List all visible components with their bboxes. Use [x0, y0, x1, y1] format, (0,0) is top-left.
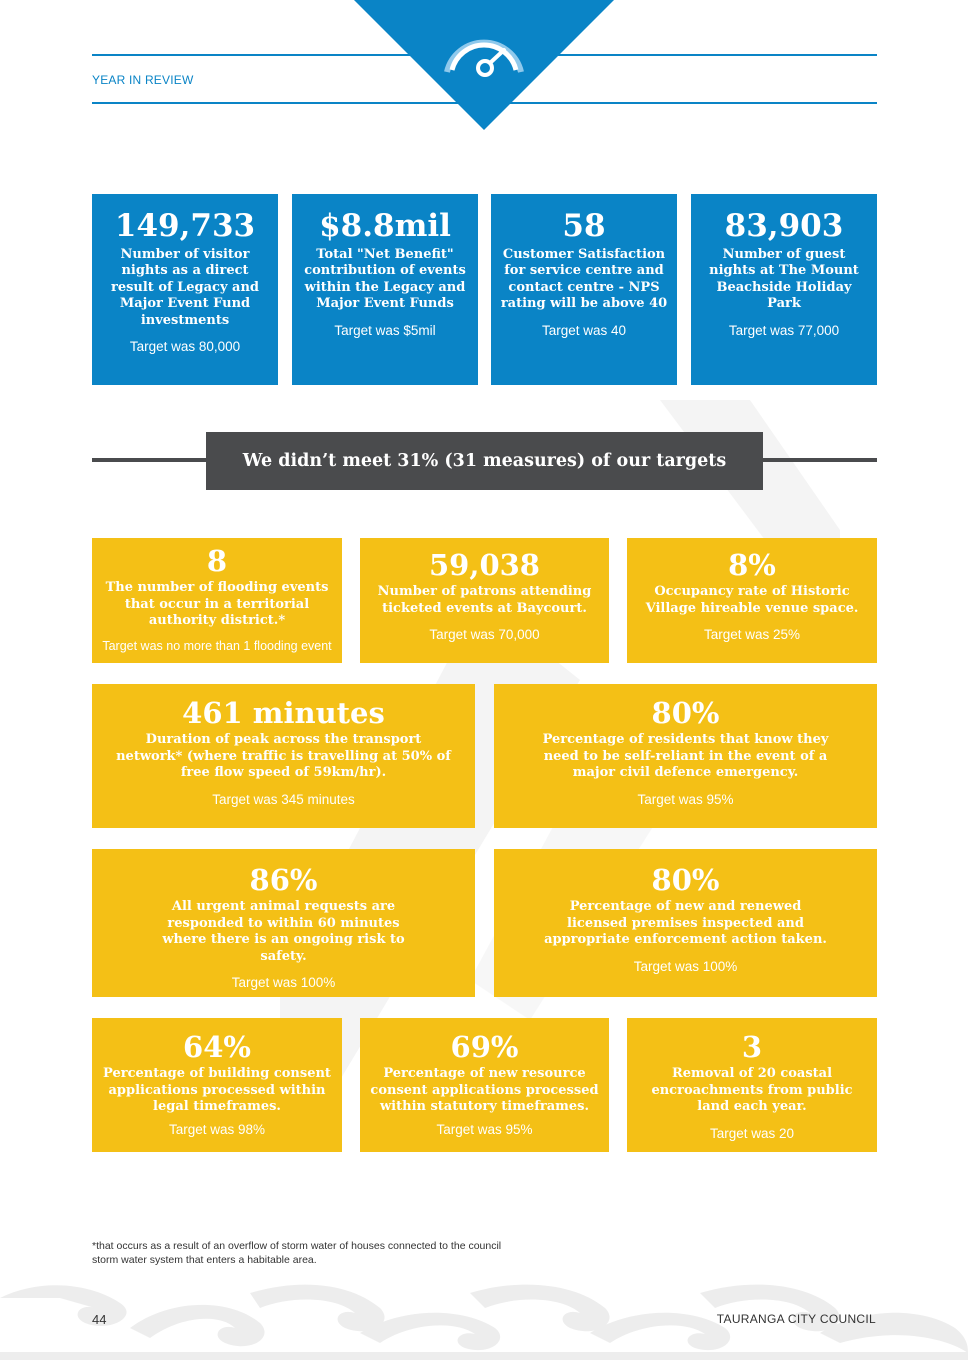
unmet-target-card: 8% Occupancy rate of Historic Village hi… [627, 538, 877, 663]
unmet-target-description: Duration of peak across the transport ne… [116, 732, 451, 781]
met-target-target: Target was $5mil [334, 322, 436, 338]
unmet-target-target: Target was 100% [231, 975, 336, 991]
badge-triangle [354, 0, 614, 130]
unmet-target-value: 69% [450, 1030, 519, 1064]
met-target-card: 83,903 Number of guest nights at The Mou… [691, 194, 877, 385]
met-target-description: Total "Net Benefit" contribution of even… [304, 246, 466, 312]
unmet-target-description: Removal of 20 coastal encroachments from… [651, 1066, 853, 1115]
unmet-target-value: 80% [651, 696, 720, 730]
met-target-target: Target was 77,000 [728, 322, 840, 338]
unmet-target-target: Target was 25% [703, 627, 801, 643]
unmet-target-target: Target was 95% [637, 791, 734, 807]
met-target-card: $8.8mil Total "Net Benefit" contribution… [292, 194, 478, 385]
koru-pattern [0, 1284, 968, 1360]
unmet-target-target: Target was 20 [709, 1125, 795, 1141]
unmet-target-card: 461 minutes Duration of peak across the … [92, 684, 475, 828]
unmet-target-target: Target was 70,000 [429, 627, 540, 643]
unmet-target-value: 8% [728, 548, 776, 582]
met-target-value: 58 [562, 208, 606, 244]
page-number: 44 [92, 1312, 107, 1327]
unmet-target-target: Target was 95% [436, 1121, 533, 1137]
unmet-target-description: Percentage of residents that know they n… [542, 732, 829, 781]
met-target-card: 149,733 Number of visitor nights as a di… [92, 194, 278, 385]
unmet-target-target: Target was 100% [633, 958, 738, 974]
unmet-target-description: All urgent animal requests are responded… [162, 899, 405, 964]
speedometer-icon [444, 39, 524, 77]
met-target-description: Number of visitor nights as a direct res… [110, 246, 260, 328]
met-target-description: Customer Satisfaction for service centre… [500, 246, 668, 312]
unmet-target-target: Target was no more than 1 flooding event [102, 638, 332, 653]
organization-name: TAURANGA CITY COUNCIL [716, 1312, 876, 1326]
unmet-target-value: 3 [741, 1030, 763, 1064]
met-target-description: Number of guest nights at The Mount Beac… [709, 246, 859, 312]
unmet-target-target: Target was 345 minutes [212, 791, 355, 807]
unmet-target-card: 80% Percentage of residents that know th… [494, 684, 877, 828]
met-target-value: 83,903 [724, 208, 844, 244]
unmet-target-value: 86% [249, 863, 318, 897]
unmet-target-description: Percentage of building consent applicati… [103, 1066, 331, 1115]
unmet-target-card: 8 The number of flooding events that occ… [92, 538, 342, 663]
unmet-target-value: 461 minutes [182, 696, 385, 730]
met-target-value: $8.8mil [319, 208, 451, 244]
footnote: *that occurs as a result of an overflow … [92, 1240, 502, 1266]
section-label: YEAR IN REVIEW [92, 73, 194, 87]
met-target-target: Target was 80,000 [129, 339, 241, 355]
unmet-target-description: Number of patrons attending ticketed eve… [377, 584, 592, 616]
unmet-target-description: Percentage of new and renewed licensed p… [544, 899, 827, 948]
unmet-target-value: 64% [183, 1030, 251, 1064]
unmet-target-description: Occupancy rate of Historic Village hirea… [645, 584, 859, 616]
unmet-target-value: 80% [651, 863, 720, 897]
met-target-target: Target was 40 [541, 322, 627, 338]
met-target-card: 58 Customer Satisfaction for service cen… [491, 194, 677, 385]
unmet-target-target: Target was 98% [168, 1121, 266, 1137]
met-target-value: 149,733 [114, 208, 256, 244]
unmet-target-card: 59,038 Number of patrons attending ticke… [360, 538, 609, 663]
unmet-target-description: Percentage of new resource consent appli… [370, 1066, 599, 1115]
unmet-target-value: 8 [206, 544, 228, 578]
unmet-target-card: 3 Removal of 20 coastal encroachments fr… [627, 1018, 877, 1152]
unmet-target-value: 59,038 [429, 548, 540, 582]
speedometer-badge [354, 0, 614, 130]
unmet-targets-banner: We didn’t meet 31% (31 measures) of our … [206, 432, 763, 490]
unmet-target-card: 64% Percentage of building consent appli… [92, 1018, 342, 1152]
unmet-target-card: 69% Percentage of new resource consent a… [360, 1018, 609, 1152]
unmet-target-card: 86% All urgent animal requests are respo… [92, 849, 475, 997]
unmet-target-card: 80% Percentage of new and renewed licens… [494, 849, 877, 997]
unmet-target-description: The number of flooding events that occur… [105, 580, 329, 629]
